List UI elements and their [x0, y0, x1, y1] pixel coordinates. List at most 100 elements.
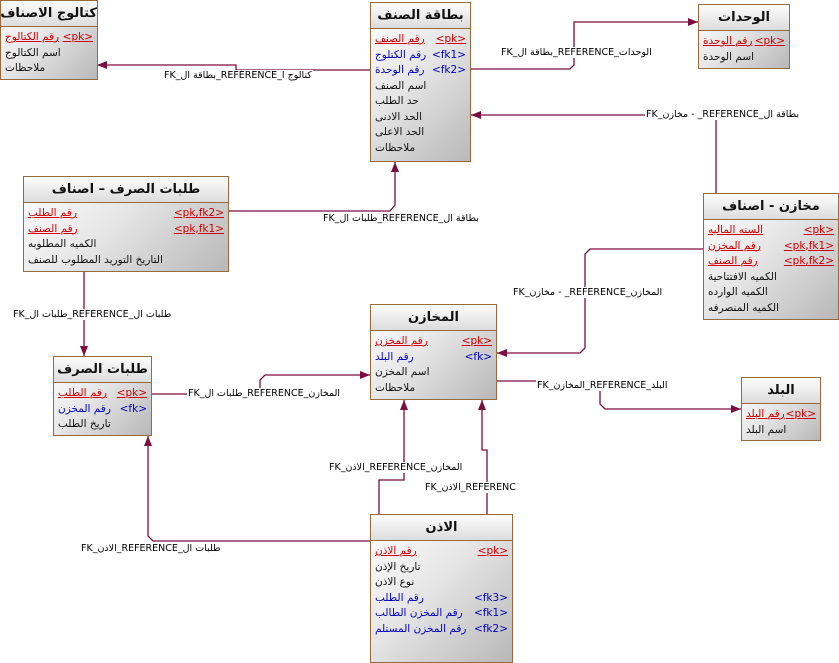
entity-attribute[interactable]: رقم الصنف <pk,fk1> — [28, 222, 224, 238]
relationship-line[interactable] — [497, 248, 703, 354]
relationship-line[interactable] — [471, 114, 717, 193]
relationship-line[interactable] — [471, 21, 698, 70]
entity-attribute[interactable]: اسم الصنف — [375, 79, 466, 95]
entity-attribute[interactable]: ملاحظات — [375, 141, 466, 157]
attribute-name: رقم الطلب — [28, 207, 77, 219]
entity-catalog[interactable]: كتالوج الاصناف رقم الكتالوج<pk>اسم الكتال… — [0, 0, 98, 80]
attribute-name: رقم الصنف — [708, 255, 758, 267]
relationship-label: FK_الاذن_REFERENC — [424, 482, 517, 493]
attribute-key: <fk3> — [473, 591, 508, 604]
entity-attribute[interactable]: الكميه المطلوبه — [28, 237, 224, 253]
entity-attribute[interactable]: رقم المخزن<pk,fk1> — [708, 239, 834, 255]
entity-attribute[interactable]: رقم الاذن<pk> — [375, 544, 508, 560]
relationship-label: FK_طلبات ال_REFERENCE_طلبات ال — [12, 309, 173, 320]
entity-attribute[interactable]: رقم الصنف<pk> — [375, 32, 466, 48]
entity-attribute[interactable]: رقم المخزن الطالب <fk1> — [375, 606, 508, 622]
entity-attribute[interactable]: رقم الطلب <fk3> — [375, 591, 508, 607]
attribute-name: اسم البلد — [746, 423, 787, 436]
entity-attribute[interactable]: ملاحظات — [375, 381, 492, 397]
entity-attribute[interactable]: رقم البلد<pk> — [746, 407, 816, 423]
attribute-name: رقم المخزن المستلم — [375, 622, 467, 635]
attribute-key: <fk1> — [431, 48, 466, 61]
relationship-line[interactable] — [481, 400, 488, 514]
attribute-key: <pk,fk2> — [783, 255, 834, 267]
relationship-label: FK_الاذن_REFERENCE_المخازن — [328, 462, 464, 473]
attribute-name: الكميه المطلوبه — [28, 238, 97, 250]
entity-attribute[interactable]: تاريخ الطلب — [58, 417, 147, 433]
entity-title: البلد — [742, 378, 820, 404]
entity-attribute[interactable]: الحد الادنى — [375, 110, 466, 126]
relationship-line[interactable] — [378, 400, 405, 514]
entity-requests[interactable]: طلبات الصرف رقم الطلب<pk>رقم المخزن<fk>تا… — [53, 356, 152, 436]
attribute-name: تاريخ الإذن — [375, 560, 421, 573]
entity-title: مخازن - اصناف — [704, 194, 838, 220]
attribute-name: الكميه المنصرفه — [708, 301, 780, 314]
entity-attribute[interactable]: الكميه الافتتاحية — [708, 270, 834, 286]
attribute-name: رقم الوحدة — [703, 35, 753, 47]
attribute-key: <pk,fk1> — [173, 222, 224, 235]
entity-title: طلبات الصرف — [54, 357, 151, 383]
arrow-head-icon — [478, 400, 486, 410]
relationship-label: FK_بطاقة ال_REFERENCE_الوحدات — [500, 47, 653, 58]
entity-attribute[interactable]: رقم المخزن المستلم <fk2> — [375, 622, 508, 638]
entity-attribute[interactable]: ملاحظات — [5, 61, 93, 77]
arrow-head-icon — [391, 162, 399, 172]
entity-attribute[interactable]: رقم الوحدة<pk> — [703, 34, 785, 50]
entity-attribute[interactable]: حد الطلب — [375, 94, 466, 110]
attribute-key: <fk1> — [473, 607, 508, 619]
entity-title: كتالوج الاصناف — [1, 1, 97, 27]
relationship-line[interactable] — [147, 436, 370, 542]
entity-attribute[interactable]: رقم المخزن<fk> — [58, 402, 147, 418]
arrow-head-icon — [360, 371, 370, 379]
attribute-name: رقم الصنف — [28, 222, 78, 235]
attribute-name: ملاحظات — [5, 62, 46, 74]
entity-attribute[interactable]: رقم الكتلوج<fk1> — [375, 48, 466, 64]
entity-attribute[interactable]: رقم الطلب<pk,fk2> — [28, 206, 224, 222]
attribute-key: <pk,fk1> — [783, 239, 834, 252]
attribute-name: رقم الطلب — [375, 591, 424, 604]
entity-attribute[interactable]: رقم الوحدة <fk2> — [375, 63, 466, 79]
relationship-label: FK_الاذن_REFERENCE_طلبات ال — [80, 543, 222, 554]
attribute-key: <pk> — [754, 35, 785, 47]
entity-attribute[interactable]: اسم البلد — [746, 423, 816, 439]
entity-attribute[interactable]: الكميه المنصرفه — [708, 301, 834, 317]
entity-attribute[interactable]: رقم الصنف <pk,fk2> — [708, 254, 834, 270]
attribute-name: رقم المخزن الطالب — [375, 607, 463, 619]
attribute-name: رقم الاذن — [375, 545, 417, 557]
entity-attribute[interactable]: رقم الكتالوج<pk> — [5, 30, 93, 46]
entity-attribute[interactable]: اسم المخزن — [375, 365, 492, 381]
attribute-key: <pk> — [785, 408, 816, 420]
attribute-name: رقم الكتالوج — [5, 31, 60, 43]
entity-store-items[interactable]: مخازن - اصناف السنه الماليه<pk>رقم المخزن… — [703, 193, 839, 320]
entity-attribute[interactable]: السنه الماليه<pk> — [708, 223, 834, 239]
attribute-key: <pk> — [461, 335, 492, 347]
attribute-key: <pk> — [116, 387, 147, 399]
relationship-line[interactable] — [229, 162, 396, 212]
entity-attribute[interactable]: تاريخ الإذن — [375, 560, 508, 576]
relationship-label: FK_المخازن_REFERENCE_البلد — [536, 380, 669, 391]
attribute-name: حد الطلب — [375, 95, 419, 107]
entity-attribute[interactable]: الكميه الوارده — [708, 285, 834, 301]
entity-attribute[interactable]: التاريخ التوريد المطلوب للصنف — [28, 253, 224, 269]
entity-attribute[interactable]: رقم الطلب<pk> — [58, 386, 147, 402]
entity-country[interactable]: البلد رقم البلد<pk>اسم البلد — [741, 377, 821, 441]
attribute-name: رقم الوحدة — [375, 64, 425, 76]
attribute-name: الكميه الافتتاحية — [708, 270, 777, 283]
entity-attribute[interactable]: رقم البلد<fk> — [375, 350, 492, 366]
attribute-key: <fk2> — [473, 622, 508, 635]
entity-attribute[interactable]: اسم الكتالوج — [5, 46, 93, 62]
entity-attribute[interactable]: رقم المخزن<pk> — [375, 334, 492, 350]
entity-attribute[interactable]: نوع الاذن — [375, 575, 508, 591]
attribute-name: الكميه الوارده — [708, 286, 768, 298]
arrow-head-icon — [688, 18, 698, 26]
arrow-head-icon — [497, 349, 507, 357]
attribute-key: <pk> — [803, 224, 834, 236]
entity-attribute[interactable]: اسم الوحدة — [703, 50, 785, 66]
attribute-key: <fk2> — [431, 64, 466, 76]
entity-attribute[interactable]: الحد الاعلى — [375, 125, 466, 141]
